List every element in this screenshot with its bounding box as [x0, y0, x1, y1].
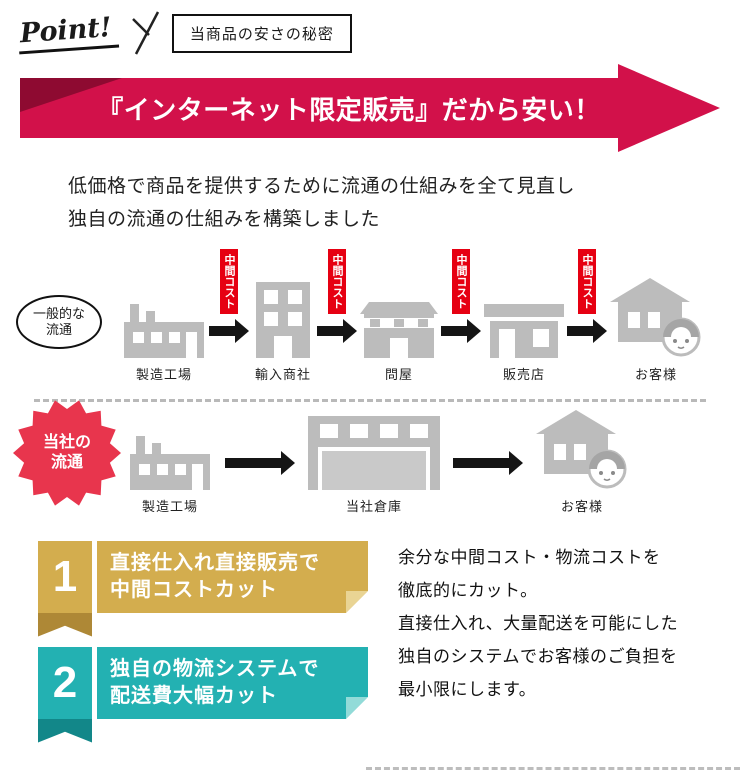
corner-fold-cut	[346, 590, 368, 613]
big-warehouse-icon	[308, 415, 440, 490]
flow-step-importer: 輸入商社	[252, 280, 314, 383]
flow-connector: 中間コスト	[206, 248, 252, 383]
point-logo: Point!	[16, 11, 119, 55]
flow-connector: 中間コスト	[438, 248, 484, 383]
flow-step-customer: お客様	[536, 409, 628, 515]
point-1-line2: 中間コストカット	[110, 578, 278, 601]
cost-tag: 中間コスト	[219, 248, 239, 314]
general-flow-label-line2: 流通	[45, 321, 72, 337]
description-line: 最小限にします。	[398, 680, 537, 700]
cost-tag: 中間コスト	[327, 248, 347, 314]
flow-step-factory: 製造工場	[128, 434, 212, 515]
flow-connector: 中間コスト	[564, 248, 610, 383]
description-line: 余分な中間コスト・物流コストを	[398, 547, 661, 567]
shop-icon	[484, 303, 564, 358]
cost-tag: 中間コスト	[451, 248, 471, 314]
slash-icon	[131, 11, 159, 55]
banner-text: 『インターネット限定販売』だから安い！	[97, 94, 601, 125]
description-line: 徹底的にカット。	[398, 580, 538, 600]
step-label: 当社倉庫	[345, 498, 402, 514]
flow-step-shop: 販売店	[484, 298, 564, 383]
step-label: 問屋	[384, 366, 413, 382]
point-2-bar: 独自の物流システムで 配送費大幅カット	[97, 646, 368, 719]
point-1-bar: 直接仕入れ直接販売で 中間コストカット	[97, 540, 368, 613]
flow-step-wholesaler: 問屋	[360, 300, 438, 383]
point-number: 2	[52, 657, 78, 707]
step-label: お客様	[634, 366, 677, 382]
factory-icon	[130, 435, 210, 490]
company-flow-badge: 当社の 流通	[12, 398, 122, 508]
point-badges: 1 直接仕入れ直接販売で 中間コストカット 2 独自の物流システムで 配送費大幅…	[38, 540, 368, 753]
general-flow-label-line1: 一般的な	[32, 305, 85, 321]
general-flow-section: 一般的な 流通 製造工場 中間コスト	[0, 248, 740, 383]
banner-arrow-shape	[20, 64, 720, 152]
points-section: 1 直接仕入れ直接販売で 中間コストカット 2 独自の物流システムで 配送費大幅…	[38, 540, 740, 753]
starburst-icon	[13, 399, 121, 506]
dashed-divider	[34, 398, 706, 402]
general-flow-label: 一般的な 流通	[16, 294, 102, 349]
point-2-line1: 独自の物流システムで	[110, 657, 320, 680]
company-flow-section: 当社の 流通 製造工場	[0, 399, 740, 515]
arrow-right-icon	[453, 450, 523, 475]
office-building-icon	[256, 281, 310, 358]
point-2-line2: 配送費大幅カット	[110, 684, 278, 707]
banner-arrow: 『インターネット限定販売』だから安い！	[20, 62, 720, 154]
description-line: 独自のシステムでお客様のご負担を	[398, 646, 678, 666]
company-flow-label-line2: 流通	[50, 453, 83, 471]
arrow-right-icon	[317, 318, 357, 343]
house-customer-icon	[536, 409, 627, 488]
arrow-right-icon	[225, 450, 295, 475]
flow-connector	[212, 450, 308, 515]
point-number: 1	[52, 551, 78, 601]
arrow-right-icon	[441, 318, 481, 343]
step-label: 販売店	[502, 366, 545, 382]
step-label: 輸入商社	[254, 366, 311, 382]
flow-step-company-warehouse: 当社倉庫	[308, 414, 440, 515]
arrow-right-icon	[567, 318, 607, 343]
house-customer-icon	[610, 277, 701, 356]
intro-line-2: 独自の流通の仕組みを構築しました	[68, 209, 381, 231]
ribbon-tail	[38, 612, 92, 637]
warehouse-icon	[360, 301, 438, 358]
step-label: 製造工場	[141, 498, 198, 514]
intro-text: 低価格で商品を提供するために流通の仕組みを全て見直し 独自の流通の仕組みを構築し…	[68, 170, 740, 237]
bottom-dashed-divider	[366, 766, 740, 770]
cost-tag: 中間コスト	[577, 248, 597, 314]
flow-connector: 中間コスト	[314, 248, 360, 383]
point-2-number-tab: 2	[38, 646, 92, 743]
point-1-line1: 直接仕入れ直接販売で	[110, 551, 320, 574]
step-label: お客様	[560, 498, 603, 514]
ribbon-tail	[38, 718, 92, 743]
company-flow-row: 製造工場 当社倉庫	[128, 409, 740, 515]
company-flow-label-line1: 当社の	[42, 433, 91, 451]
intro-line-1: 低価格で商品を提供するために流通の仕組みを全て見直し	[68, 176, 576, 197]
company-flow-label: 当社の 流通	[12, 398, 122, 508]
arrow-right-icon	[209, 318, 249, 343]
point-1-number-tab: 1	[38, 540, 92, 637]
step-label: 製造工場	[135, 366, 192, 382]
corner-fold-cut	[346, 696, 368, 719]
flow-step-customer: お客様	[610, 277, 702, 383]
flow-connector	[440, 450, 536, 515]
flow-step-factory: 製造工場	[122, 302, 206, 383]
factory-icon	[124, 303, 204, 358]
point-2-badge: 2 独自の物流システムで 配送費大幅カット	[38, 646, 368, 743]
description-text: 余分な中間コスト・物流コストを 徹底的にカット。 直接仕入れ、大量配送を可能にし…	[398, 541, 678, 753]
point-1-badge: 1 直接仕入れ直接販売で 中間コストカット	[38, 540, 368, 637]
section-title: 当商品の安さの秘密	[171, 13, 352, 53]
general-flow-row: 製造工場 中間コスト 輸入商社 中間コスト	[122, 248, 740, 383]
page-header: Point! 当商品の安さの秘密	[0, 0, 740, 55]
description-line: 直接仕入れ、大量配送を可能にした	[398, 613, 679, 633]
